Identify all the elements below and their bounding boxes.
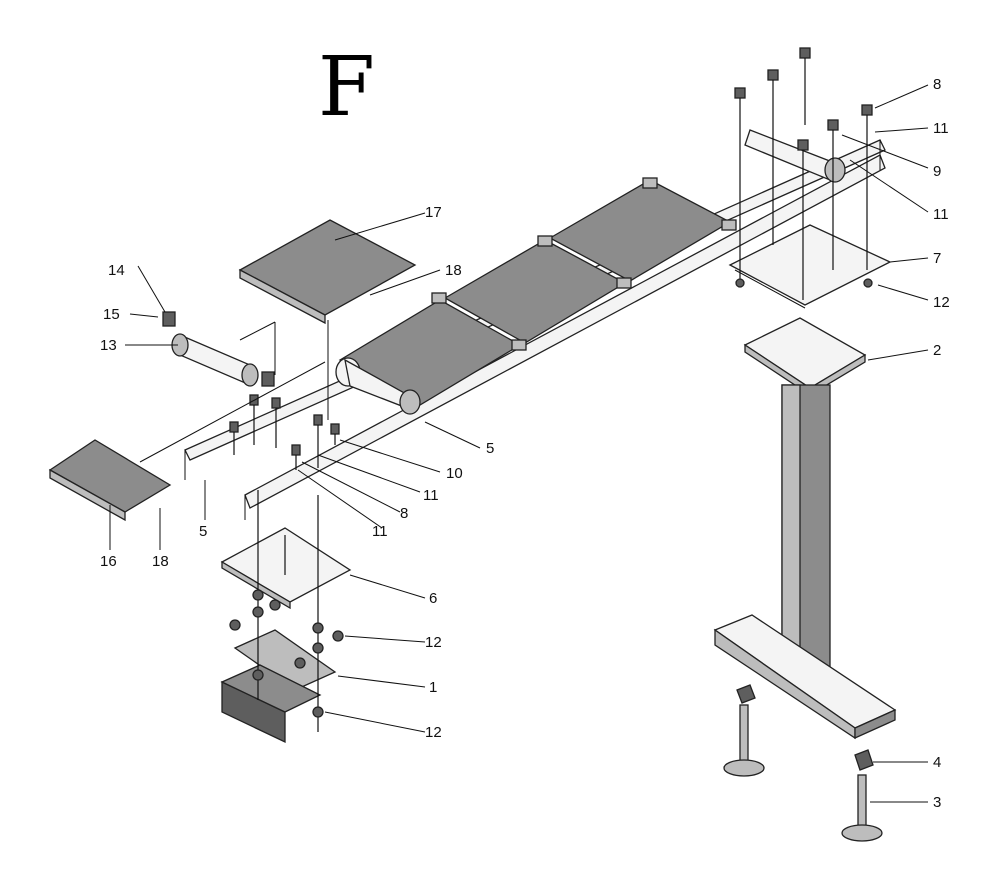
part-label-10: 10 bbox=[446, 465, 463, 482]
plate-connector-5 bbox=[642, 177, 658, 189]
part-label-12: 12 bbox=[425, 724, 442, 741]
part-label-3: 3 bbox=[933, 794, 941, 811]
plate-6 bbox=[220, 527, 352, 603]
part-label-11: 11 bbox=[933, 206, 949, 223]
left-fasteners bbox=[229, 394, 344, 732]
bolts-right-top bbox=[734, 47, 873, 300]
conveyor-plates bbox=[335, 177, 737, 415]
part-label-14: 14 bbox=[108, 262, 125, 279]
part-label-18: 18 bbox=[445, 262, 462, 279]
part-label-13: 13 bbox=[100, 337, 117, 354]
diagram-title: F bbox=[318, 40, 375, 135]
top-plate-2 bbox=[743, 317, 867, 389]
part-label-18: 18 bbox=[152, 553, 169, 570]
roller-13 bbox=[179, 334, 251, 386]
part-label-16: 16 bbox=[100, 553, 117, 570]
cover-17 bbox=[238, 219, 417, 316]
part-label-1: 1 bbox=[429, 679, 437, 696]
leader-lines bbox=[109, 84, 929, 803]
part-label-5: 5 bbox=[486, 440, 494, 457]
part-label-12: 12 bbox=[425, 634, 442, 651]
rail-front bbox=[244, 154, 886, 509]
part-label-11: 11 bbox=[933, 120, 949, 137]
part-label-12: 12 bbox=[933, 294, 950, 311]
part-label-4: 4 bbox=[933, 754, 941, 771]
part-label-6: 6 bbox=[429, 590, 437, 607]
left-end-assembly bbox=[48, 219, 417, 744]
part-label-9: 9 bbox=[933, 163, 941, 180]
plate-connector-3 bbox=[537, 235, 553, 247]
part-label-15: 15 bbox=[103, 306, 120, 323]
part-label-5: 5 bbox=[199, 523, 207, 540]
plate-connector-1 bbox=[431, 292, 447, 304]
right-end-assembly bbox=[728, 47, 892, 309]
part-label-11: 11 bbox=[372, 523, 388, 540]
cover-16 bbox=[48, 439, 172, 513]
part-label-8: 8 bbox=[933, 76, 941, 93]
plate-connector-4 bbox=[616, 277, 632, 289]
bracket-14 bbox=[162, 311, 176, 327]
part-label-11: 11 bbox=[423, 487, 439, 504]
plate-connector-2 bbox=[511, 339, 527, 351]
part-label-2: 2 bbox=[933, 342, 941, 359]
part-labels: 8 11 9 11 7 12 2 17 18 14 15 13 5 10 11 … bbox=[100, 76, 950, 811]
part-label-8: 8 bbox=[400, 505, 408, 522]
plate-connector-6 bbox=[721, 219, 737, 231]
part-label-17: 17 bbox=[425, 204, 442, 221]
right-leg-assembly bbox=[713, 317, 897, 842]
part-label-7: 7 bbox=[933, 250, 941, 267]
